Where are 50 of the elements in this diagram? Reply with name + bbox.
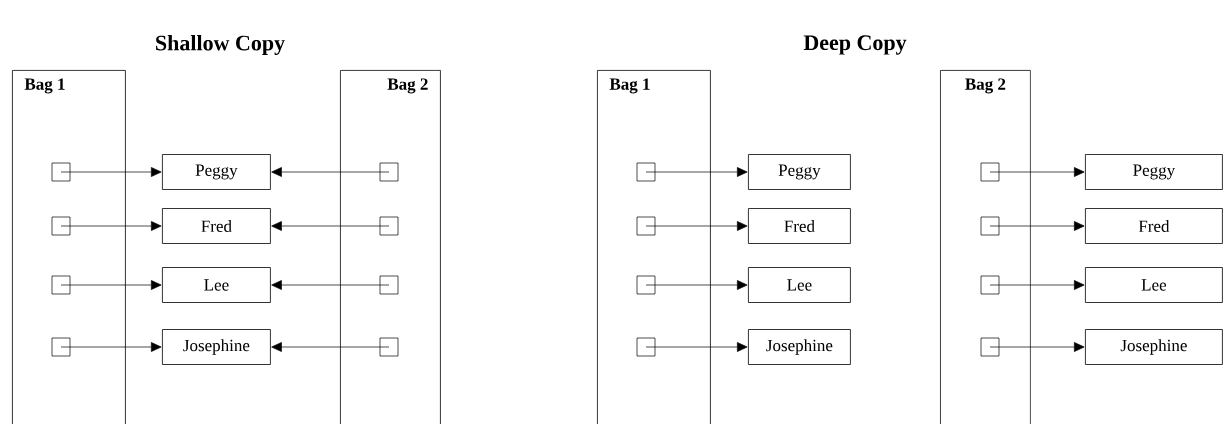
heading: Shallow Copy xyxy=(156,35,285,55)
pointer-square xyxy=(636,337,656,357)
arrow xyxy=(60,221,162,231)
pointer-square xyxy=(379,216,399,236)
pointer-square xyxy=(51,216,71,236)
pointer-square xyxy=(51,162,71,182)
pointer-square xyxy=(379,275,399,295)
pointer-square xyxy=(636,216,656,236)
pointer-square xyxy=(980,162,1000,182)
arrow xyxy=(271,342,390,352)
pointer-square xyxy=(980,275,1000,295)
pointer-square xyxy=(636,162,656,182)
name-box: Fred xyxy=(162,208,271,244)
name-box: Fred xyxy=(748,208,851,244)
pointer-square xyxy=(51,275,71,295)
name-box: Fred xyxy=(1085,208,1223,244)
arrow xyxy=(645,342,748,352)
pointer-square xyxy=(980,216,1000,236)
pointer-square xyxy=(636,275,656,295)
name-box: Peggy xyxy=(748,154,851,190)
bag-box: Bag 2 xyxy=(940,70,1031,424)
pointer-square xyxy=(51,337,71,357)
name-box: Peggy xyxy=(162,154,271,190)
arrow xyxy=(60,167,162,177)
arrow xyxy=(645,280,748,290)
arrow xyxy=(271,167,390,177)
name-box: Lee xyxy=(162,267,271,303)
name-box: Lee xyxy=(748,267,851,303)
arrow xyxy=(271,221,390,231)
pointer-square xyxy=(379,337,399,357)
arrow xyxy=(989,221,1085,231)
heading: Deep Copy xyxy=(803,35,907,55)
arrow xyxy=(271,280,390,290)
bag-box: Bag 1 xyxy=(597,70,711,424)
name-box: Peggy xyxy=(1085,154,1223,190)
bag-box: Bag 1 xyxy=(12,70,126,424)
arrow xyxy=(645,221,748,231)
arrow xyxy=(60,342,162,352)
arrow xyxy=(989,167,1085,177)
pointer-square xyxy=(980,337,1000,357)
arrow xyxy=(60,280,162,290)
name-box: Josephine xyxy=(1085,329,1223,365)
bag-box: Bag 2 xyxy=(340,70,441,424)
arrow xyxy=(989,280,1085,290)
pointer-square xyxy=(379,162,399,182)
arrow xyxy=(989,342,1085,352)
name-box: Josephine xyxy=(162,329,271,365)
arrow xyxy=(645,167,748,177)
name-box: Lee xyxy=(1085,267,1223,303)
name-box: Josephine xyxy=(748,329,851,365)
